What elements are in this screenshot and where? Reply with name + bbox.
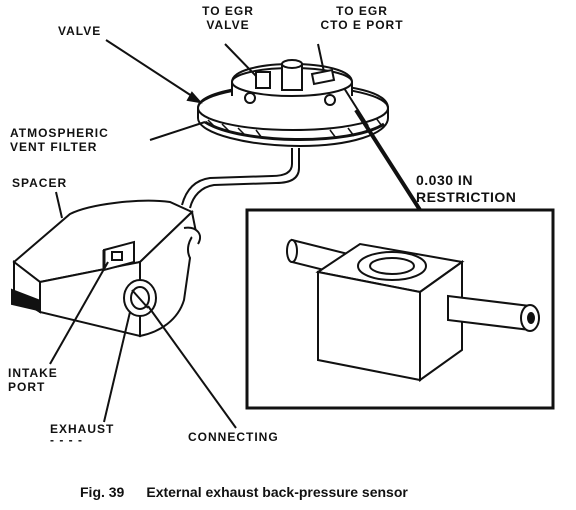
restriction-line1: 0.030 IN <box>416 172 473 188</box>
spacer-label: SPACER <box>12 176 68 190</box>
to-egr-port-line1: TO EGR <box>336 4 388 18</box>
sensor-valve <box>197 59 389 148</box>
intake-port-label: INTAKE PORT <box>8 366 58 394</box>
connecting-label: CONNECTING <box>188 430 279 444</box>
intake-line1: INTAKE <box>8 366 58 380</box>
to-egr-valve-line2: VALVE <box>206 18 250 32</box>
to-egr-valve-line1: TO EGR <box>202 4 254 18</box>
restriction-line2: RESTRICTION <box>416 189 517 205</box>
exhaust-underline: - - - - <box>50 433 83 447</box>
to-egr-port-label: TO EGR CTO E PORT <box>294 4 430 32</box>
to-egr-port-line2: CTO E PORT <box>320 18 404 32</box>
exhaust-label: EXHAUST - - - - <box>50 422 115 447</box>
restriction-inset <box>245 87 555 410</box>
figure-caption-text: External exhaust back-pressure sensor <box>146 484 408 500</box>
exhaust-line1: EXHAUST <box>50 422 115 436</box>
leader-lines <box>49 39 325 429</box>
atmospheric-line1: ATMOSPHERIC <box>10 126 109 140</box>
atmospheric-line2: VENT FILTER <box>10 140 98 154</box>
vacuum-hose <box>181 148 293 206</box>
figure-caption: Fig. 39 External exhaust back-pressure se… <box>80 484 408 500</box>
valve-label: VALVE <box>58 24 102 38</box>
figure-number: Fig. 39 <box>80 484 125 500</box>
atmospheric-vent-filter-label: ATMOSPHERIC VENT FILTER <box>10 126 109 154</box>
intake-line2: PORT <box>8 380 46 394</box>
restriction-label: 0.030 IN RESTRICTION <box>416 172 516 206</box>
to-egr-valve-label: TO EGR VALVE <box>188 4 268 32</box>
spacer-block <box>11 199 202 338</box>
